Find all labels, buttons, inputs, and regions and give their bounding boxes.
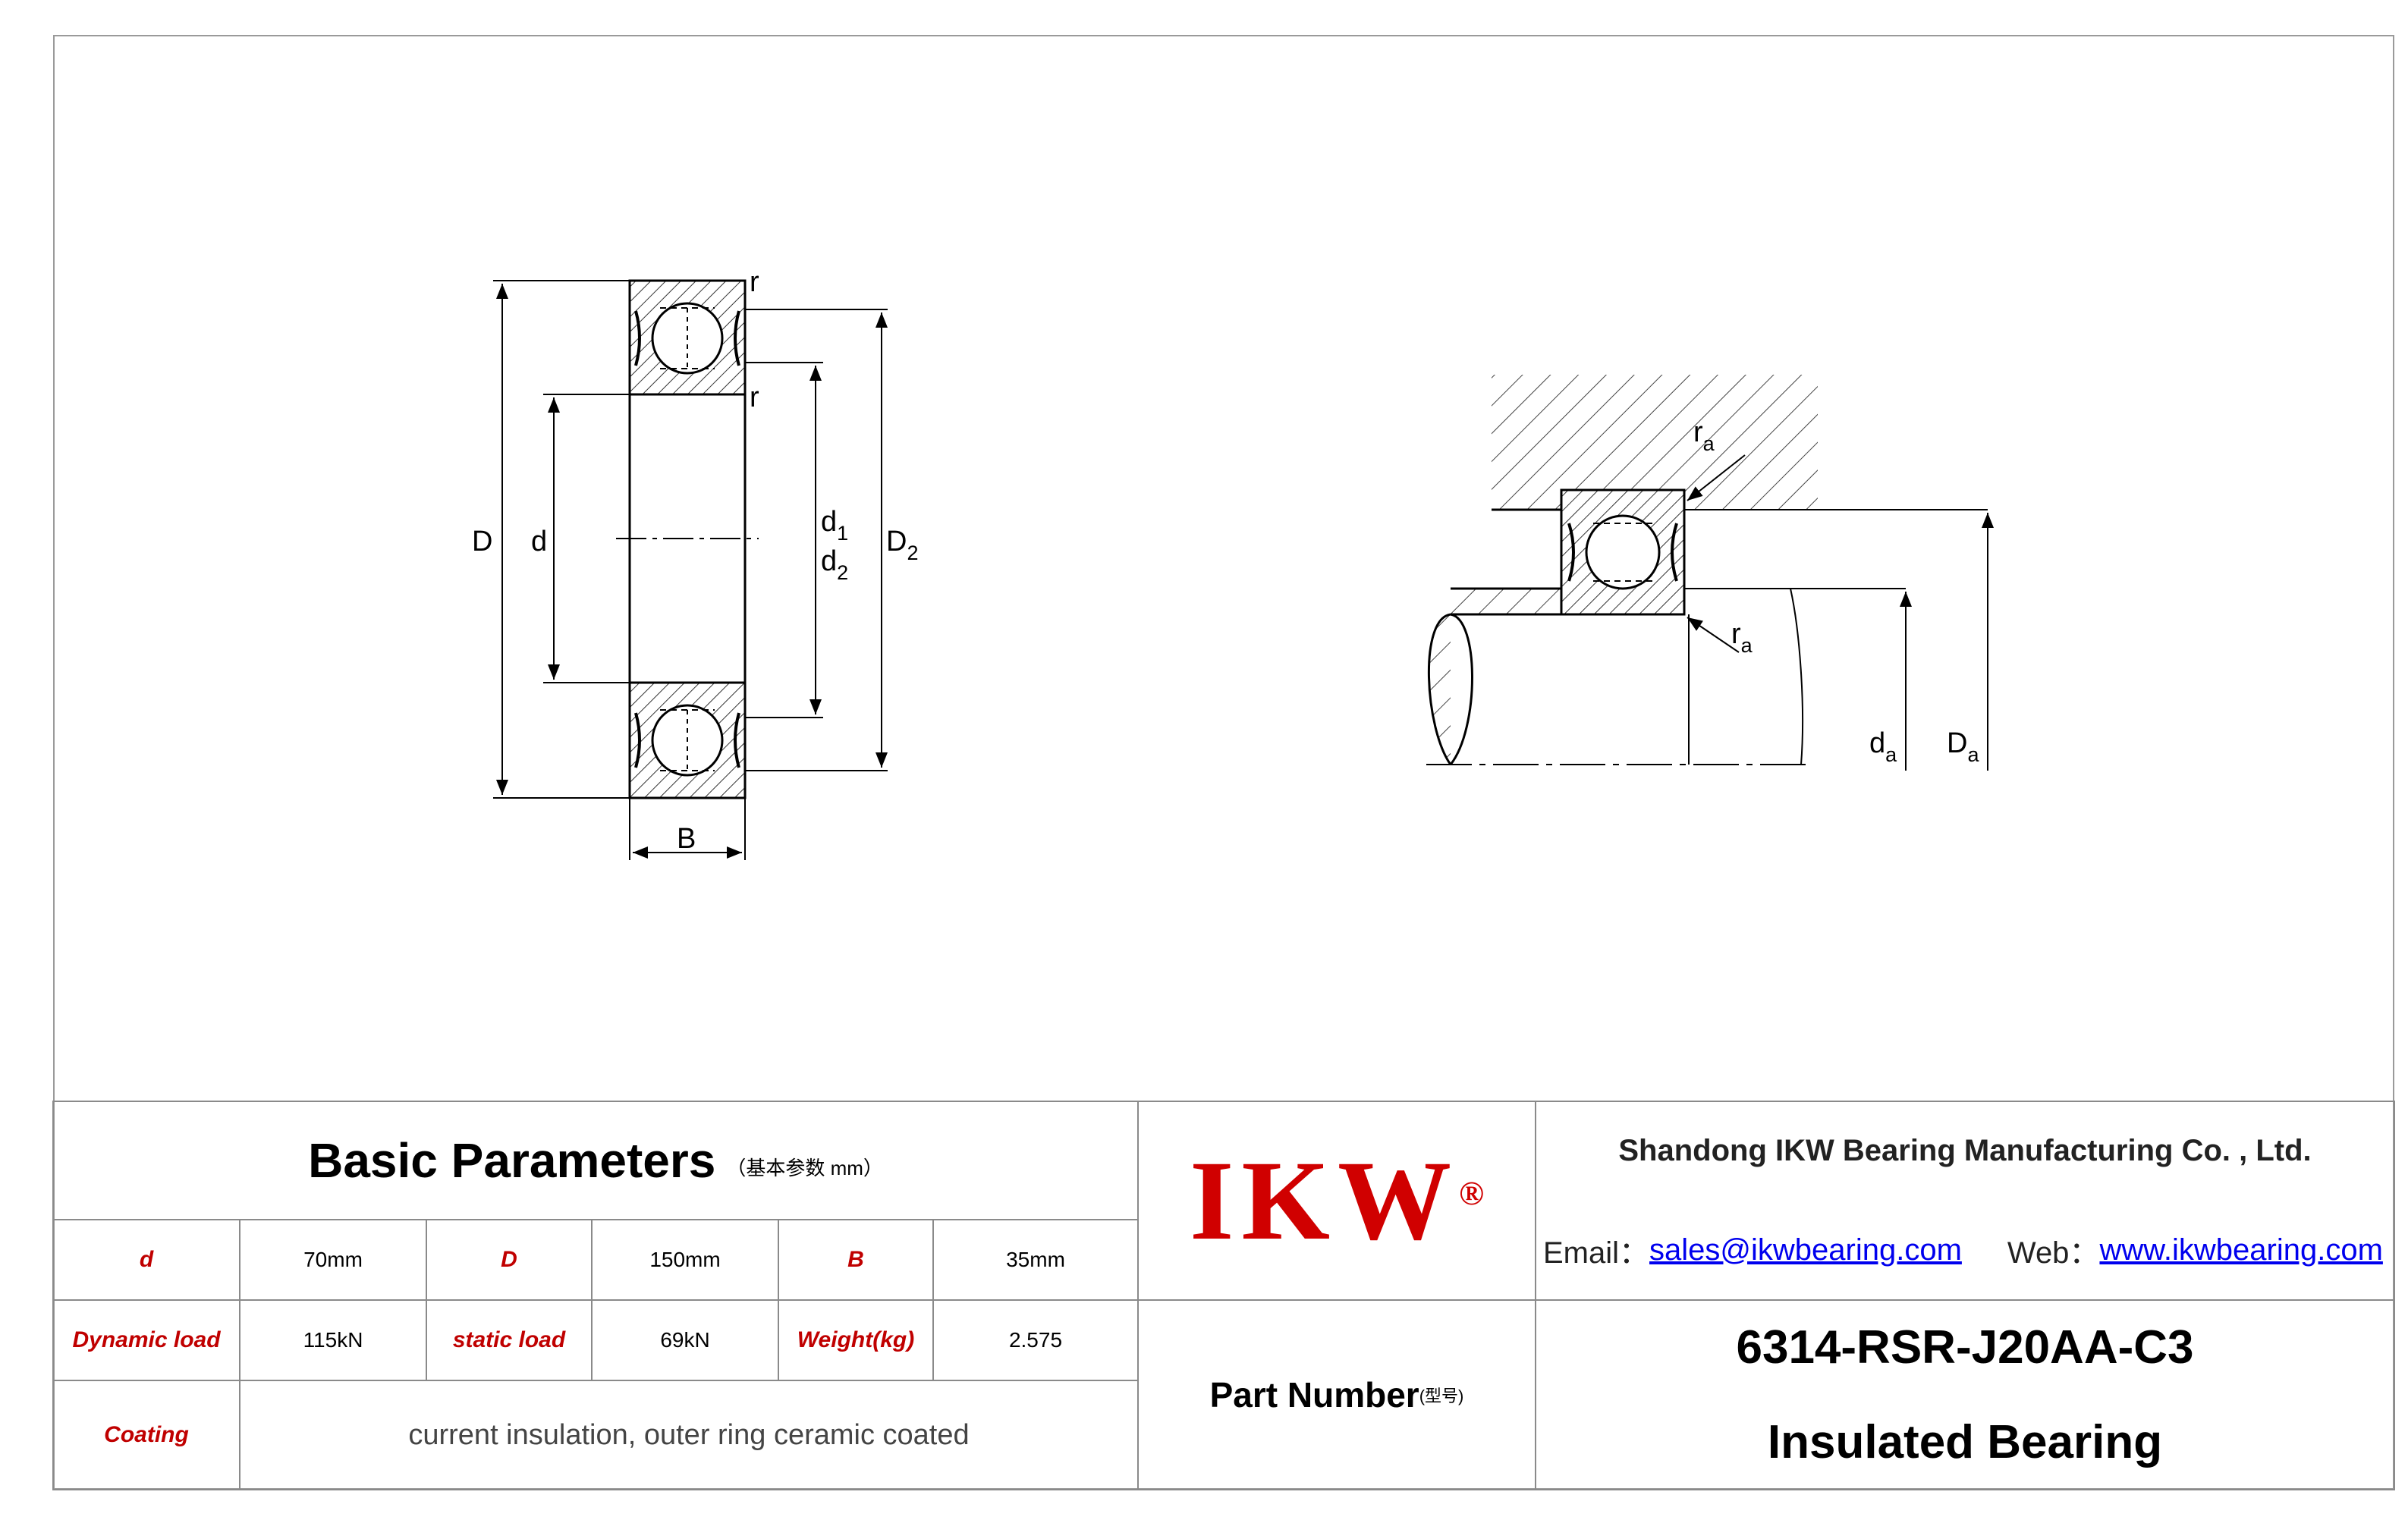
param-d-label: d [139,1247,154,1272]
basic-parameters-title: Basic Parameters [308,1133,716,1188]
bearing-dimension-labels: D d d1 d2 D2 B r r [472,266,918,855]
param-weight-label: Weight(kg) [797,1327,915,1352]
bearing-section-view [493,279,888,860]
label-da: da [1869,727,1897,766]
param-coating-value: current insulation, outer ring ceramic c… [408,1418,970,1451]
registered-mark: ® [1459,1174,1484,1212]
mounting-dimension-labels: ra ra da Da [1693,416,1979,766]
logo-text: IKW [1190,1138,1460,1264]
part-number-label-cn: (型号) [1419,1387,1464,1405]
part-number-label: Part Number [1209,1375,1419,1415]
param-coating-label: Coating [104,1422,189,1447]
email-link[interactable]: sales@ikwbearing.com [1649,1233,1962,1267]
label-r-inner: r [750,382,759,413]
basic-parameters-header: Basic Parameters （基本参数 mm） [53,1101,1138,1220]
param-D-value: 150mm [649,1248,721,1271]
param-D-label: D [501,1247,517,1272]
ikw-logo: IKW® [1138,1101,1536,1300]
param-d-value: 70mm [303,1248,363,1271]
label-d2: d2 [821,545,848,584]
label-B: B [677,823,696,855]
param-B-label: B [847,1247,864,1272]
web-link[interactable]: www.ikwbearing.com [2099,1233,2383,1267]
label-ra-top: ra [1693,416,1715,455]
company-name: Shandong IKW Bearing Manufacturing Co. ,… [1618,1133,2312,1167]
label-D: D [472,526,492,557]
part-type-value: Insulated Bearing [1767,1415,2163,1468]
part-number-value: 6314-RSR-J20AA-C3 [1736,1321,2194,1374]
param-dynamic-load-value: 115kN [303,1328,363,1352]
param-weight-value: 2.575 [1008,1328,1063,1352]
part-number-label-cell: Part Number(型号) [1138,1300,1536,1490]
label-ra-bottom: ra [1731,618,1753,657]
label-d1: d1 [821,506,848,545]
param-dynamic-load-label: Dynamic load [72,1327,221,1352]
param-B-value: 35mm [1006,1248,1065,1271]
label-r-top: r [750,266,759,298]
mounting-view [1426,375,1994,771]
label-d: d [531,526,547,557]
basic-parameters-subtitle: （基本参数 mm） [726,1156,883,1179]
param-static-load-value: 69kN [660,1328,710,1352]
email-label: Email： [1543,1236,1650,1270]
title-block-grid [52,1101,2395,1490]
company-contact: Email： sales@ikwbearing.com Web： www.ikw… [1536,1200,2394,1300]
param-static-load-label: static load [452,1327,566,1352]
web-label: Web： [2007,1236,2100,1270]
label-Da: Da [1947,727,1979,766]
label-D2: D2 [886,526,918,564]
